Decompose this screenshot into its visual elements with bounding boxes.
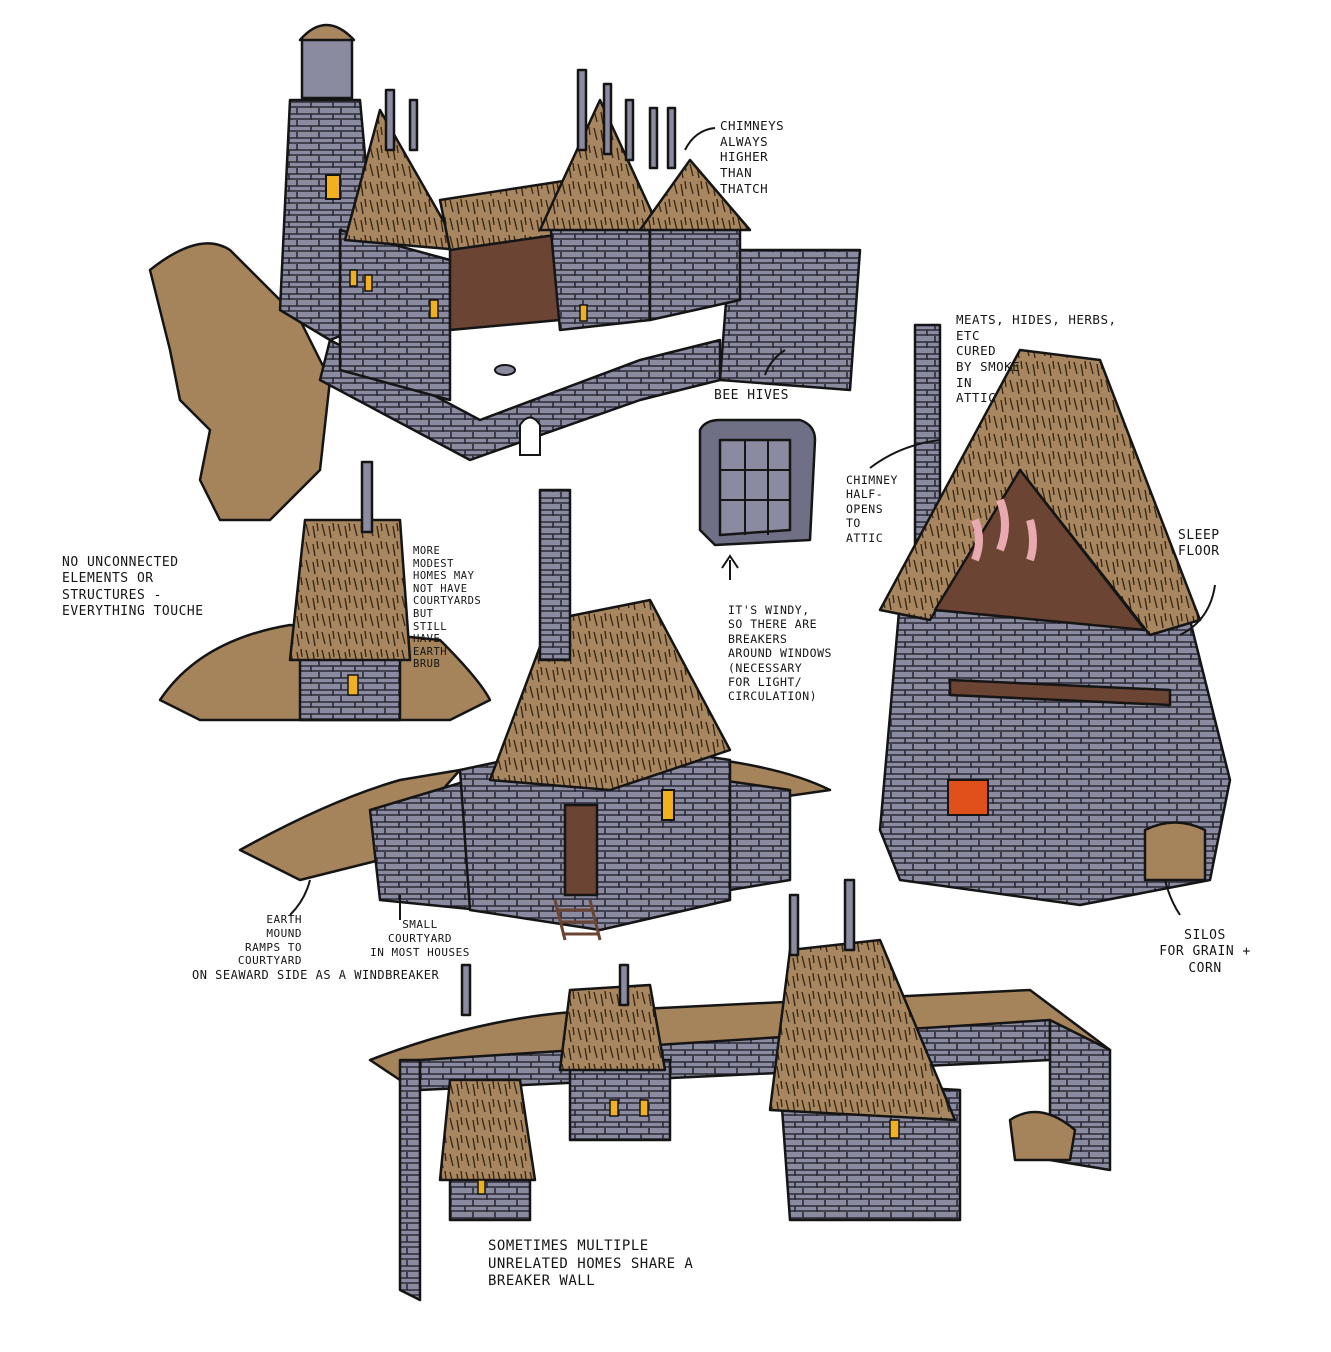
note-bee-hives: BEE HIVES xyxy=(714,388,789,403)
left-hall-body xyxy=(338,228,452,402)
leader-silos xyxy=(1164,879,1181,916)
compound-windows xyxy=(349,269,588,322)
leader-windy xyxy=(721,554,739,580)
note-silos: SILOS FOR GRAIN + CORN xyxy=(1159,928,1251,976)
central-window xyxy=(661,789,675,821)
leader-chimney-half xyxy=(869,439,941,469)
note-chimney-half: CHIMNEY HALF- OPENS TO ATTIC xyxy=(846,473,898,545)
tower-lantern xyxy=(300,36,354,100)
hearth-fire xyxy=(947,779,989,816)
village-chimneys xyxy=(460,878,856,1017)
note-shared-wall: SOMETIMES MULTIPLE UNRELATED HOMES SHARE… xyxy=(488,1238,694,1289)
annotation-leaders xyxy=(289,127,1216,920)
courtyard-well xyxy=(494,364,516,376)
sleep-floor xyxy=(948,678,1172,707)
note-windy: IT'S WINDY, SO THERE ARE BREAKERS AROUND… xyxy=(728,603,832,704)
tower-window xyxy=(325,174,341,200)
tower-cap xyxy=(298,23,356,42)
central-earth-mound xyxy=(238,768,462,882)
leader-sleep-floor xyxy=(1179,584,1216,636)
village-house-large-roof xyxy=(768,938,957,1122)
central-house xyxy=(238,488,832,941)
right-hall-body xyxy=(548,218,652,332)
note-small-courtyard: SMALL COURTYARD IN MOST HOUSES xyxy=(370,918,470,959)
village-hut-small-roof xyxy=(438,1078,537,1182)
far-right-roof xyxy=(638,158,752,232)
courtyard-gate xyxy=(519,416,541,456)
central-door xyxy=(563,803,599,897)
village-windows xyxy=(477,1099,900,1195)
compound-chimneys xyxy=(384,68,677,170)
leader-chimneys xyxy=(684,127,716,151)
shared-wall-village xyxy=(368,878,1112,1302)
cutaway-tower-house xyxy=(878,323,1232,907)
leader-bee-hives xyxy=(764,349,786,376)
right-hall-roof xyxy=(538,98,662,232)
silo-sacks xyxy=(1143,821,1207,882)
modest-home xyxy=(158,460,492,722)
tower-house-body xyxy=(878,598,1232,907)
note-earth-mound: EARTH MOUND RAMPS TO COURTYARD xyxy=(237,913,302,968)
note-meats: MEATS, HIDES, HERBS, ETC CURED BY SMOKE … xyxy=(956,312,1117,406)
walled-courtyard-compound xyxy=(148,23,862,522)
central-house-roof xyxy=(488,598,732,792)
central-ladder xyxy=(553,899,602,941)
modest-home-roof xyxy=(288,518,412,662)
central-chimney xyxy=(538,488,572,662)
note-no-unconnected: NO UNCONNECTED ELEMENTS OR STRUCTURES - … xyxy=(62,555,204,619)
leader-earth-mound xyxy=(289,879,311,916)
note-modest-homes: MORE MODEST HOMES MAY NOT HAVE COURTYARD… xyxy=(413,545,482,671)
note-sleep-floor: SLEEP FLOOR xyxy=(1178,528,1220,560)
attic-cured-meats xyxy=(971,498,1037,562)
modest-chimney xyxy=(360,460,374,534)
village-house-middle-roof xyxy=(558,983,667,1072)
note-seaward: ON SEAWARD SIDE AS A WINDBREAKER xyxy=(192,968,440,982)
modest-window xyxy=(347,674,359,696)
left-hall-roof xyxy=(343,108,462,252)
village-boulder xyxy=(1008,1110,1077,1162)
bee-hive-illustration xyxy=(698,418,817,547)
village-wall-left xyxy=(398,1058,422,1302)
note-chimneys: CHIMNEYS ALWAYS HIGHER THAN THATCH xyxy=(720,118,785,196)
village-house-middle xyxy=(568,1058,672,1142)
